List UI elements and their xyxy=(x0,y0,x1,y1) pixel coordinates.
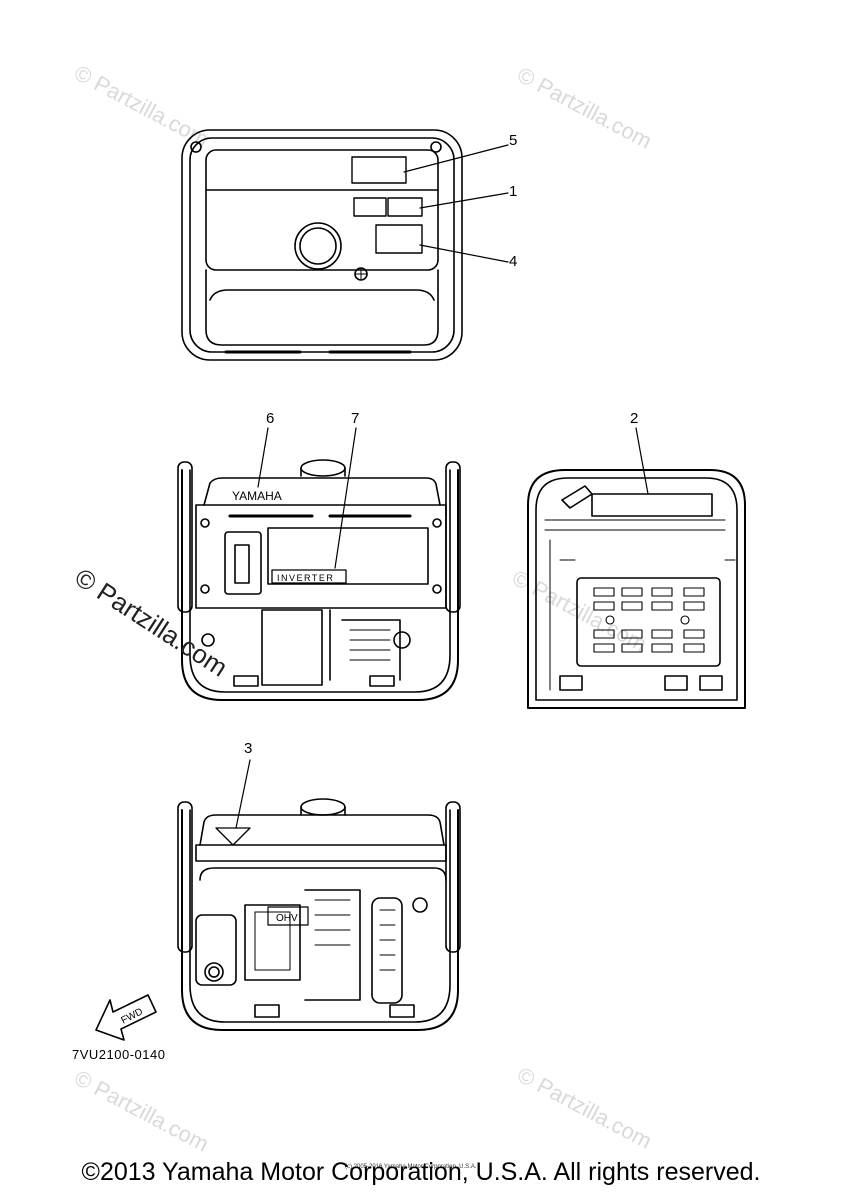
callout-2: 2 xyxy=(630,410,639,427)
front-panel-view xyxy=(181,129,509,361)
inverter-label: INVERTER xyxy=(277,573,334,583)
callout-1: 1 xyxy=(509,183,518,200)
callout-6: 6 xyxy=(266,410,275,427)
tiny-copyright-note: (c) 2005-2016 Yamaha Motor Corporation, … xyxy=(345,1164,477,1170)
right-side-view xyxy=(527,427,746,709)
ohv-label: OHV xyxy=(276,913,298,924)
label-4 xyxy=(375,224,423,254)
brand-label: YAMAHA xyxy=(232,489,282,503)
label-1 xyxy=(353,197,387,217)
callout-3: 3 xyxy=(244,740,253,757)
front-side-view xyxy=(177,427,461,701)
callout-7: 7 xyxy=(351,410,360,427)
part-code: 7VU2100-0140 xyxy=(72,1047,166,1062)
label-5 xyxy=(351,156,407,184)
rear-view xyxy=(177,759,461,1031)
callout-4: 4 xyxy=(509,253,518,270)
copyright-notice: ©2013 Yamaha Motor Corporation, U.S.A. A… xyxy=(81,1158,761,1186)
callout-5: 5 xyxy=(509,132,518,149)
fwd-arrow xyxy=(95,994,157,1041)
